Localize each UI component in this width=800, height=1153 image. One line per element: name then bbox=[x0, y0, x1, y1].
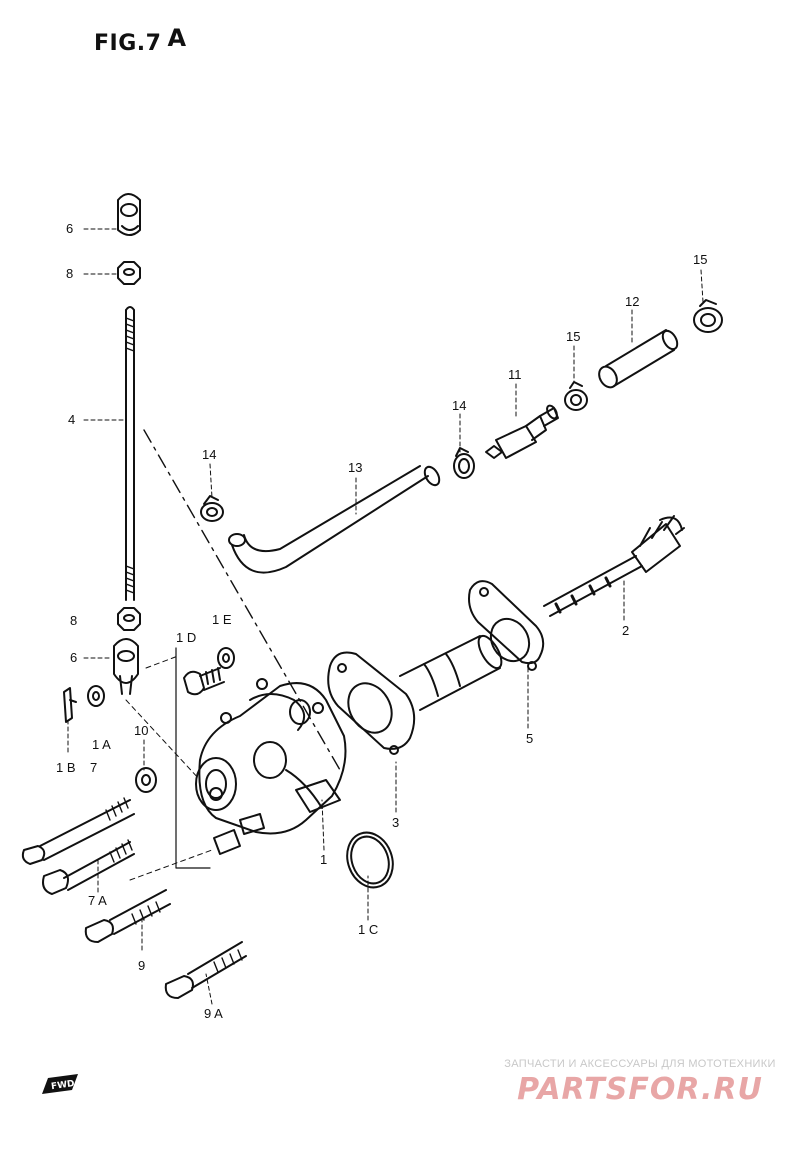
assembly-bracket bbox=[175, 647, 211, 869]
callout-1d: 1 D bbox=[176, 630, 197, 645]
part-1a-washer bbox=[87, 685, 105, 707]
part-10-washer bbox=[135, 767, 157, 793]
watermark-brand: PARTSFOR.RU bbox=[517, 1072, 763, 1107]
part-1c-o-ring bbox=[346, 831, 394, 889]
fwd-arrow-icon: FWD bbox=[42, 1074, 78, 1094]
callout-1b: 1 B bbox=[56, 760, 76, 775]
callout-3: 3 bbox=[392, 815, 400, 830]
callout-8-top: 8 bbox=[66, 266, 74, 281]
part-3-housing bbox=[327, 634, 503, 755]
figure-suffix: A bbox=[167, 24, 187, 52]
callout-7: 7 bbox=[90, 760, 98, 775]
part-7a-bolt bbox=[42, 839, 135, 895]
callout-2: 2 bbox=[622, 623, 630, 638]
part-14-clamp-left bbox=[200, 495, 224, 522]
part-1b-clip bbox=[63, 687, 77, 723]
part-2-gear-shaft bbox=[543, 515, 685, 617]
part-6-joint-low bbox=[113, 638, 139, 695]
part-8-nut-low bbox=[117, 607, 141, 631]
part-11-valve bbox=[485, 404, 559, 459]
callout-1e: 1 E bbox=[212, 612, 232, 627]
part-15-clamp-mid bbox=[564, 381, 588, 411]
part-12-hose bbox=[598, 329, 679, 389]
fwd-label: FWD bbox=[51, 1079, 76, 1092]
callout-15-right: 15 bbox=[693, 252, 708, 267]
callout-1a: 1 A bbox=[92, 737, 111, 752]
figure-title-text: FIG.7 bbox=[94, 31, 162, 56]
callout-14-mid: 14 bbox=[452, 398, 467, 413]
callout-1c: 1 C bbox=[358, 922, 379, 937]
callout-14-left: 14 bbox=[202, 447, 217, 462]
part-6-joint-top bbox=[117, 193, 141, 236]
part-15-clamp-right bbox=[693, 299, 723, 333]
callout-6-top: 6 bbox=[66, 221, 74, 236]
watermark-subtitle: ЗАПЧАСТИ И АКСЕССУАРЫ ДЛЯ МОТОТЕХНИКИ bbox=[504, 1058, 776, 1070]
callout-7a: 7 A bbox=[88, 893, 107, 908]
part-13-hose bbox=[228, 465, 441, 574]
part-1e-washer bbox=[217, 647, 235, 669]
callout-6-low: 6 bbox=[70, 650, 78, 665]
callout-5: 5 bbox=[526, 731, 534, 746]
callout-13: 13 bbox=[348, 460, 363, 475]
callout-9: 9 bbox=[138, 958, 146, 973]
callout-11: 11 bbox=[508, 367, 522, 382]
callout-4: 4 bbox=[68, 412, 76, 427]
callout-9a: 9 A bbox=[204, 1006, 223, 1021]
watermark: ЗАПЧАСТИ И АКСЕССУАРЫ ДЛЯ МОТОТЕХНИКИ PA… bbox=[490, 1058, 790, 1107]
part-1-pump-body bbox=[195, 678, 347, 855]
part-8-nut-top bbox=[117, 261, 141, 285]
part-7-bolt bbox=[21, 797, 135, 865]
callout-12: 12 bbox=[625, 294, 640, 309]
phantom-line bbox=[143, 429, 341, 771]
callout-15-mid: 15 bbox=[566, 329, 581, 344]
part-1d-bolt bbox=[183, 667, 225, 696]
leader-lines bbox=[67, 228, 704, 1005]
part-9a-bolt bbox=[164, 941, 247, 999]
callout-10: 10 bbox=[134, 723, 149, 738]
part-5-gasket bbox=[468, 580, 545, 671]
part-4-rod bbox=[125, 306, 135, 601]
part-14-clamp-mid bbox=[453, 447, 475, 479]
callout-8-low: 8 bbox=[70, 613, 78, 628]
callout-1: 1 bbox=[320, 852, 328, 867]
part-9-bolt bbox=[84, 889, 171, 943]
